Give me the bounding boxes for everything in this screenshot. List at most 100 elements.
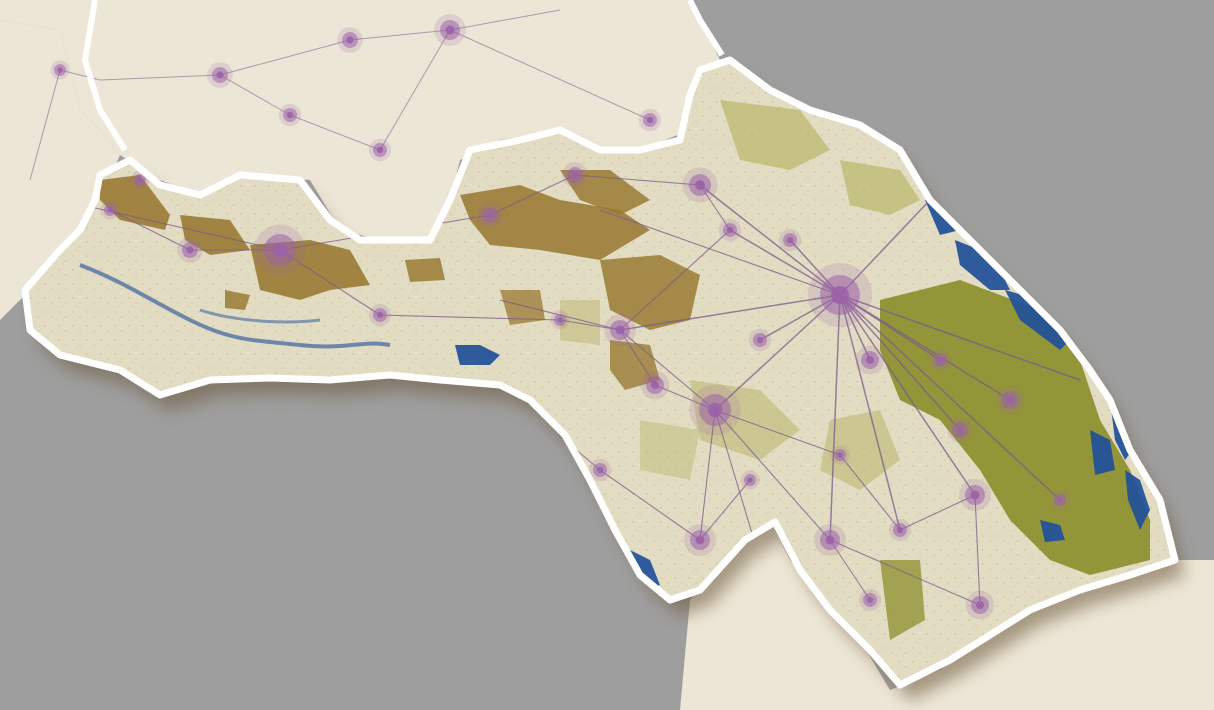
road-segment [839,454,901,531]
road-segment [714,409,841,456]
neighbor-region-west [0,20,120,320]
road-segment [619,329,716,411]
land-use-patch [225,290,250,310]
road-segment [619,294,841,331]
road-segment [829,539,871,601]
road-segment [729,229,841,296]
town-marker-icon [337,27,363,53]
road-segment [219,39,351,76]
road-segment [714,294,841,411]
town-marker-icon [177,237,203,263]
city-marker-icon [682,167,718,203]
land-use-patch [820,410,900,490]
town-marker-icon [550,310,570,330]
road-segment [449,9,561,31]
water-body [455,345,500,365]
town-marker-icon [928,348,952,372]
road-segment [974,494,981,606]
town-marker-icon [718,218,742,242]
water-body [1090,430,1115,475]
road-segment [379,314,561,321]
town-marker-icon [965,590,995,620]
land-use-patch [600,255,700,330]
land-use-patch [880,560,925,640]
road-segment [29,69,61,181]
town-marker-icon [368,303,392,327]
road-segment [59,199,281,251]
road-network-layer [59,174,1081,606]
road-segment [839,294,1061,501]
town-marker-icon [278,103,302,127]
land-use-patch [560,170,650,215]
road-segment [839,199,931,296]
land-use-patch [640,420,700,480]
town-marker-icon [100,200,120,220]
road-segment [279,249,381,316]
land-use-patch [405,258,445,282]
town-marker-icon [778,228,802,252]
town-marker-icon [740,470,760,490]
town-marker-icon [947,417,973,443]
town-marker-icon [477,202,503,228]
land-use-patch [460,185,650,260]
road-segment [829,294,841,541]
road-segment [829,539,981,606]
city-marker-icon [604,314,636,346]
town-marker-icon [748,328,772,352]
city-marker-icon [254,224,306,276]
neighbor-region-south [680,520,1214,710]
town-marker-icon [995,385,1025,415]
water-body [925,200,960,235]
road-segment [839,294,961,431]
road-segment [599,209,841,296]
road-segment [289,114,381,151]
road-segment [559,319,621,331]
town-marker-icon [638,108,662,132]
town-marker-icon [207,62,233,88]
road-segment [349,29,451,41]
land-use-patch [840,160,920,215]
road-segment [489,174,576,216]
land-use-patch [100,175,170,230]
road-segment [599,469,701,541]
land-use-patch [560,300,600,345]
town-marker-icon [830,445,850,465]
road-segment [839,294,1011,401]
city-marker-icon [808,263,872,327]
city-marker-icon [814,524,846,556]
road-segment [839,294,976,496]
town-marker-icon [368,138,392,162]
road-segment [619,329,656,386]
city-marker-icon [684,524,716,556]
town-marker-icon [50,60,70,80]
province-border [21,56,1179,689]
road-segment [219,74,291,116]
road-segment [899,494,976,531]
road-segment [379,29,451,151]
road-segment [839,294,1081,381]
town-marker-icon [1050,490,1070,510]
road-segment [619,229,731,331]
road-segment [839,294,901,531]
regional-border-north [82,0,128,152]
city-marker-icon [959,479,991,511]
town-marker-icon [640,370,670,400]
town-marker-icon [855,345,885,375]
province-texture [25,60,1175,685]
road-segment [109,209,191,251]
city-marker-icon [689,384,741,436]
road-segment [99,74,221,81]
regional-border-east [687,0,725,57]
water-body [955,240,1010,290]
road-segment [699,409,716,541]
town-marker-icon [562,162,588,188]
land-use-patch [880,280,1150,575]
town-marker-icon [588,458,612,482]
road-segment [699,479,751,541]
settlements-layer [50,14,1070,620]
river-trace [199,308,321,324]
road-segment [574,174,701,186]
land-use-patch [500,290,545,325]
